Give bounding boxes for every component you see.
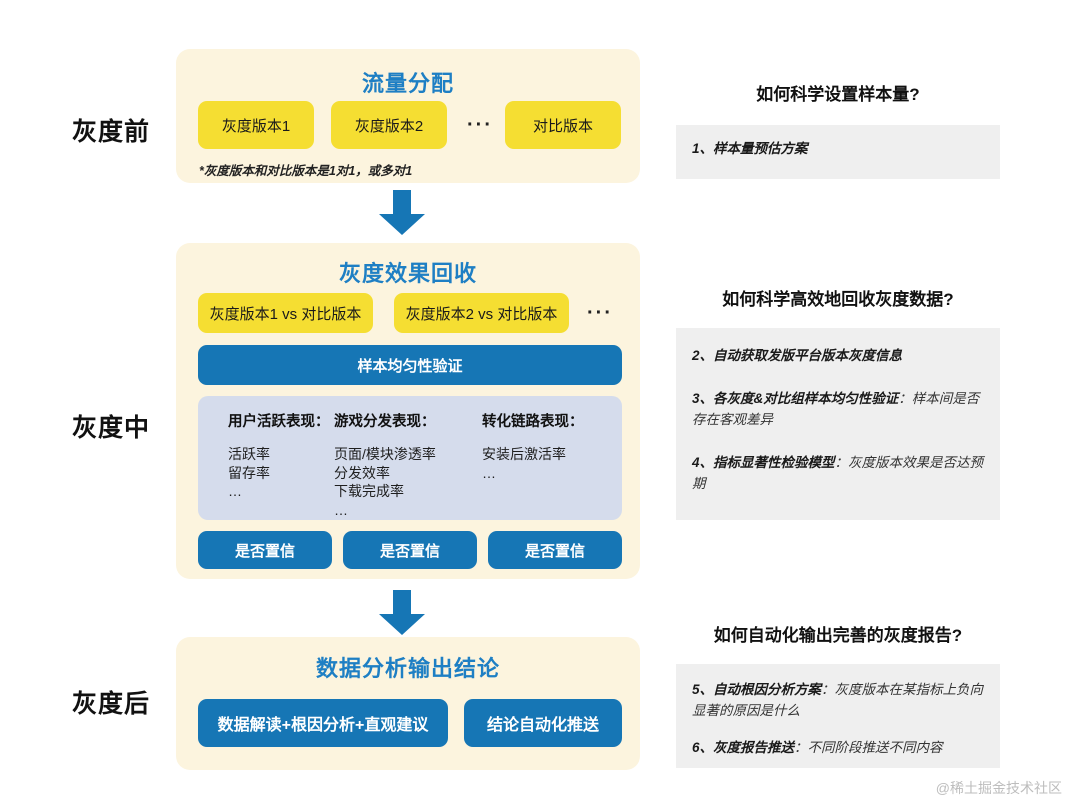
question-item: 5、自动根因分析方案：灰度版本在某指标上负向显著的原因是什么 <box>692 680 984 722</box>
question-item-lead: 自动根因分析方案 <box>713 682 822 697</box>
metric-col-game-distribution: 游戏分发表现： 页面/模块渗透率 分发效率 下载完成率 … <box>330 410 478 518</box>
question-item-lead: 自动获取发版平台版本灰度信息 <box>713 348 903 363</box>
metric-item: 安装后激活率 <box>482 446 566 462</box>
section-effect-recovery-title: 灰度效果回收 <box>338 261 477 286</box>
footnote-traffic: *灰度版本和对比版本是1对1，或多对1 <box>199 164 413 178</box>
question-item: 6、灰度报告推送：不同阶段推送不同内容 <box>692 738 984 759</box>
ellipsis-traffic: ··· <box>467 113 493 136</box>
question-item-desc: ：灰度版本效果是否达预期 <box>692 454 984 491</box>
stage-label-after: 灰度后 <box>72 690 151 718</box>
bar-sample-uniformity-validation[interactable]: 样本均匀性验证 <box>198 345 622 385</box>
section-traffic-allocation-title: 流量分配 <box>361 71 454 96</box>
chip-control-version[interactable]: 对比版本 <box>505 101 621 149</box>
metric-head-game-distribution: 游戏分发表现： <box>334 414 436 430</box>
question-item-number: 3、 <box>692 390 714 406</box>
metric-head-user-activity: 用户活跃表现： <box>228 414 330 430</box>
question-item: 3、各灰度&对比组样本均匀性验证：样本间是否存在客观差异 <box>692 389 984 431</box>
metric-item: 页面/模块渗透率 <box>334 446 436 462</box>
button-data-interpretation[interactable]: 数据解读+根因分析+直观建议 <box>198 699 448 747</box>
metric-col-user-activity: 用户活跃表现： 活跃率 留存率 … <box>198 410 330 508</box>
watermark: @稀土掘金技术社区 <box>935 780 1062 796</box>
metric-item: 活跃率 <box>228 446 270 462</box>
metric-head-conversion-path: 转化链路表现： <box>482 414 584 430</box>
question-item-number: 4、 <box>692 454 714 470</box>
metric-item: … <box>334 501 348 518</box>
chip-gray-version-2[interactable]: 灰度版本2 <box>331 101 447 149</box>
question-title-1: 如何科学设置样本量? <box>756 85 920 104</box>
metric-item: … <box>482 464 496 481</box>
metrics-panel: 用户活跃表现： 活跃率 留存率 … 游戏分发表现： 页面/模块渗透率 分发效率 … <box>198 396 622 520</box>
button-auto-push-conclusion[interactable]: 结论自动化推送 <box>464 699 622 747</box>
chip-compare-1[interactable]: 灰度版本1 vs 对比版本 <box>198 293 373 333</box>
stage-label-before: 灰度前 <box>72 118 151 146</box>
question-title-3: 如何自动化输出完善的灰度报告? <box>713 626 963 645</box>
chip-gray-version-1[interactable]: 灰度版本1 <box>198 101 314 149</box>
button-confidence-3[interactable]: 是否置信 <box>488 531 622 569</box>
question-item-desc: ：样本间是否存在客观差异 <box>692 390 980 427</box>
metric-col-conversion-path: 转化链路表现： 安装后激活率 … <box>478 410 602 508</box>
button-confidence-2[interactable]: 是否置信 <box>343 531 477 569</box>
question-item-desc: ：灰度版本在某指标上负向显著的原因是什么 <box>692 682 984 718</box>
question-item-number: 2、 <box>692 348 714 363</box>
arrow-down-icon-1 <box>378 190 426 236</box>
stage-label-during: 灰度中 <box>72 414 151 442</box>
question-item: 2、自动获取发版平台版本灰度信息 <box>692 346 984 367</box>
question-item-number: 5、 <box>692 682 714 697</box>
question-item-desc: ：不同阶段推送不同内容 <box>794 739 943 755</box>
question-item-lead: 各灰度&对比组样本均匀性验证 <box>713 390 899 406</box>
question-panel-3: 5、自动根因分析方案：灰度版本在某指标上负向显著的原因是什么 6、灰度报告推送：… <box>676 664 1000 768</box>
question-item-number: 6、 <box>692 739 714 755</box>
question-item-number: 1、 <box>692 141 714 156</box>
question-item-lead: 指标显著性检验模型 <box>713 454 835 470</box>
question-item: 1、样本量预估方案 <box>692 139 984 160</box>
metric-item: 分发效率 <box>334 464 390 481</box>
metric-item: 下载完成率 <box>334 483 404 500</box>
chip-compare-2[interactable]: 灰度版本2 vs 对比版本 <box>394 293 569 333</box>
question-panel-1: 1、样本量预估方案 <box>676 125 1000 179</box>
ellipsis-compare: ··· <box>587 301 613 324</box>
metric-item: … <box>228 483 242 500</box>
question-panel-2: 2、自动获取发版平台版本灰度信息 3、各灰度&对比组样本均匀性验证：样本间是否存… <box>676 328 1000 520</box>
question-item-lead: 样本量预估方案 <box>713 141 808 156</box>
arrow-down-icon-2 <box>378 590 426 636</box>
question-title-2: 如何科学高效地回收灰度数据? <box>722 290 954 309</box>
section-analysis-output-title: 数据分析输出结论 <box>315 656 500 681</box>
question-item-lead: 灰度报告推送 <box>713 739 795 755</box>
metric-item: 留存率 <box>228 464 270 481</box>
button-confidence-1[interactable]: 是否置信 <box>198 531 332 569</box>
question-item: 4、指标显著性检验模型：灰度版本效果是否达预期 <box>692 453 984 495</box>
